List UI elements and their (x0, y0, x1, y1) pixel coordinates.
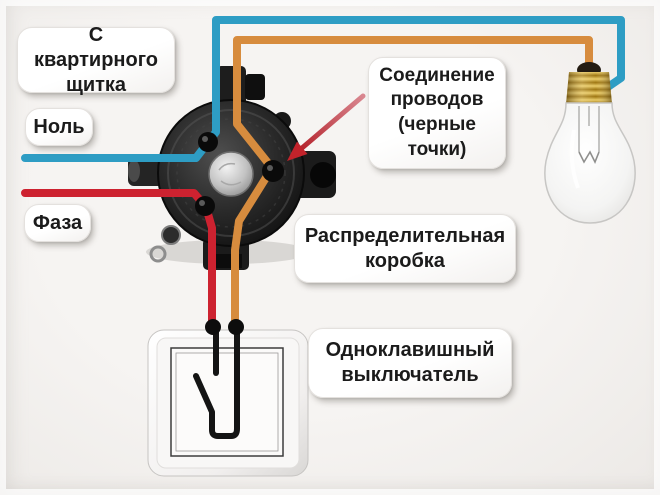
junction-box-top-stub2 (245, 74, 265, 100)
dot-highlight-3 (199, 200, 205, 206)
junction-box-center-cap (208, 151, 254, 197)
wall-switch-illustration (147, 319, 309, 477)
label-from-panel: С квартирного щитка (17, 24, 175, 96)
label-junction-box: Распределительная коробка (294, 214, 516, 283)
switch-symbol-lever (193, 328, 240, 439)
switched-wire (231, 36, 593, 328)
light-bulb-illustration (544, 62, 636, 224)
label-switch: Одноклавишный выключатель (308, 328, 512, 398)
label-phase: Фаза (24, 204, 91, 242)
connection-dot-phase (195, 196, 215, 216)
label-neutral: Ноль (25, 108, 93, 146)
dot-highlight-2 (267, 165, 273, 171)
neutral-wire (21, 16, 625, 162)
pointer-arrow (287, 93, 366, 161)
connection-dots (195, 132, 284, 216)
pointer-arrow-shaft (299, 93, 366, 151)
bulb-glass-highlight (569, 129, 580, 189)
connection-dot-switched (262, 160, 284, 182)
junction-box-ring (167, 109, 295, 237)
junction-box-cap-swirl (218, 162, 242, 186)
junction-box-screw-ring (149, 245, 167, 263)
bulb-stem (578, 106, 600, 152)
pointer-arrow-head (287, 141, 308, 161)
switch-terminal-phase (205, 319, 221, 335)
connection-dot-neutral (198, 132, 218, 152)
junction-box-right-stub-cap (310, 162, 336, 188)
switch-terminal-switched (228, 319, 244, 335)
junction-box-ear-bottomleft (161, 225, 181, 245)
bulb-filament (578, 150, 600, 164)
dot-highlight-1 (202, 136, 208, 142)
junction-box-texture (176, 118, 286, 228)
bulb-glass (544, 102, 636, 224)
junction-box-left-stub-cap (128, 160, 140, 182)
label-connection-note: Соединение проводов (черные точки) (368, 57, 506, 169)
bulb-screw-base-shading (566, 72, 612, 104)
